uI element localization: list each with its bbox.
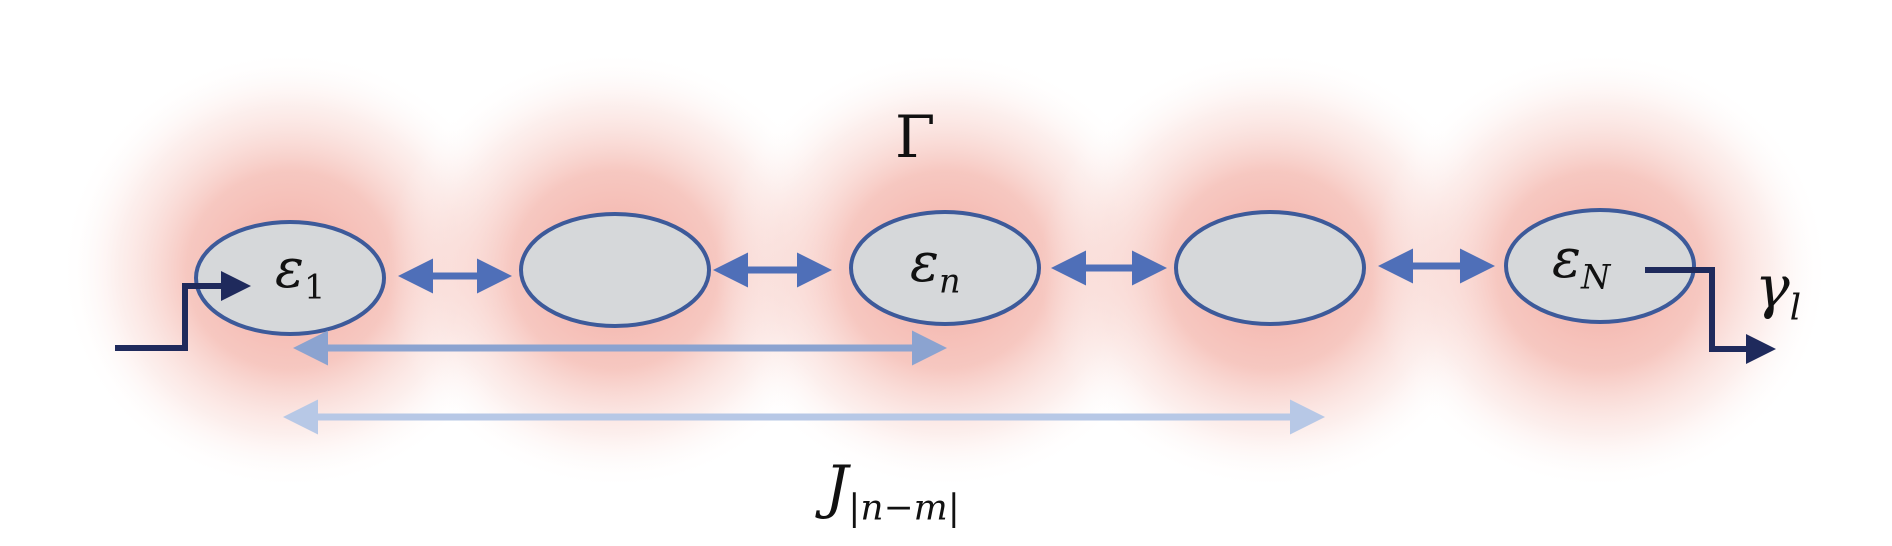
input-lead [115,271,251,351]
site-4 [1174,210,1366,326]
site-1-energy-label: ε1 [275,237,326,307]
output-lead [1645,267,1776,364]
site-N-energy-label: εN [1552,227,1611,297]
long-range-couplings [283,330,1325,435]
site-1 [194,220,386,336]
nn-couplings [398,248,1495,294]
site-2 [519,212,711,328]
loss-rate-label: γl [1755,253,1802,329]
coupling-label: J|n−m| [825,453,960,529]
leads [115,267,1776,364]
site-n-energy-label: εn [910,231,961,301]
site-N [1504,208,1696,324]
sites [194,208,1696,336]
dephasing-label: Γ [895,103,936,171]
site-n [849,210,1041,326]
